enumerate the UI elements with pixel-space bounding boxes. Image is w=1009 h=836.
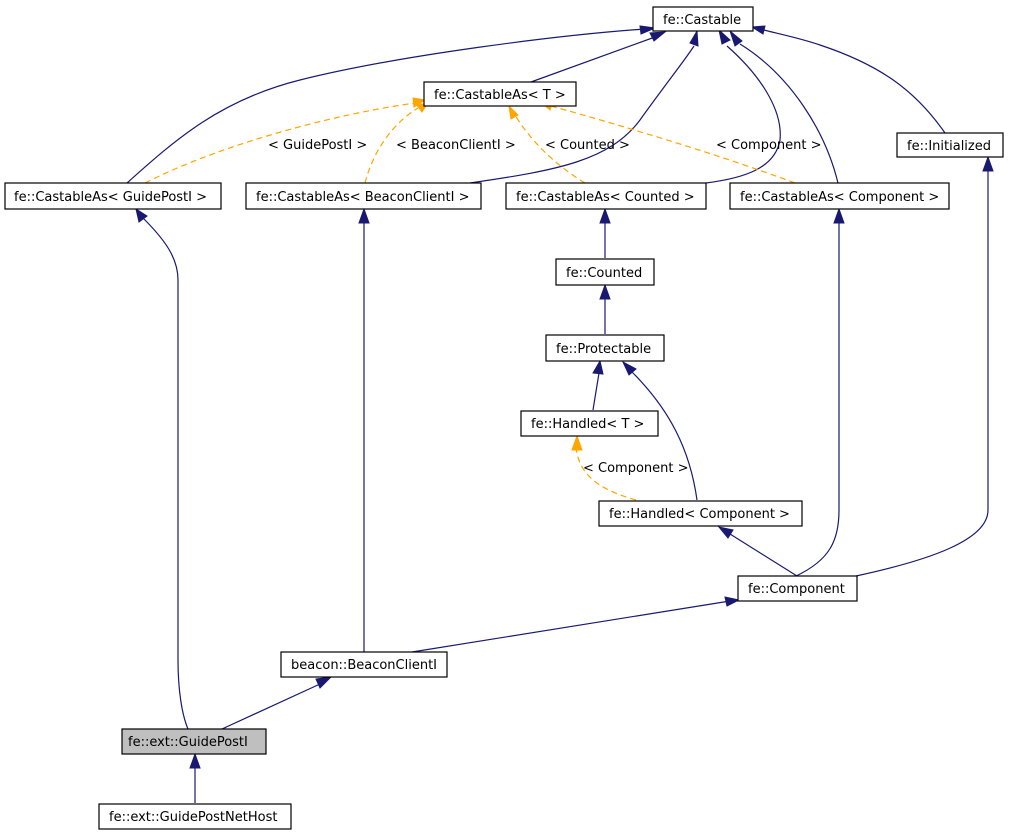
edge-guidepost-to-beacon-client <box>221 683 321 730</box>
node-guidepost[interactable]: fe::ext::GuidePostI <box>121 728 267 755</box>
edge-counted-template <box>514 114 586 184</box>
edge-label-handled: < Component > <box>583 461 689 476</box>
node-protectable-label: fe::Protectable <box>556 342 651 357</box>
arrowhead-castable-f <box>750 25 766 35</box>
node-castable-as-counted-label: fe::CastableAs< Counted > <box>516 190 695 205</box>
arrowhead-beacon-client <box>315 676 333 689</box>
node-counted[interactable]: fe::Counted <box>555 258 655 286</box>
edge-beacon-client-to-component <box>411 600 731 653</box>
node-guidepost-net-host[interactable]: fe::ext::GuidePostNetHost <box>98 803 292 830</box>
node-castable-as-component[interactable]: fe::CastableAs< Component > <box>729 182 950 210</box>
node-beacon-client[interactable]: beacon::BeaconClientI <box>280 651 448 678</box>
edge-initialized-to-castable <box>763 29 946 134</box>
edge-component-to-initialized <box>855 171 989 577</box>
arrowhead-protectable-a <box>592 359 604 375</box>
arrowhead-castable-as-beacon <box>358 207 370 224</box>
edge-handled-t-to-protectable <box>592 372 600 411</box>
template-edges <box>144 102 796 501</box>
node-initialized[interactable]: fe::Initialized <box>896 132 1004 158</box>
node-protectable[interactable]: fe::Protectable <box>545 334 665 362</box>
arrowhead-castable-d <box>718 28 731 45</box>
node-castable-as-beacon[interactable]: fe::CastableAs< BeaconClientI > <box>245 182 482 210</box>
edge-component-to-castable-as-component <box>795 221 840 577</box>
node-castable-as-counted[interactable]: fe::CastableAs< Counted > <box>505 182 707 210</box>
node-castable-as-beacon-label: fe::CastableAs< BeaconClientI > <box>256 190 469 205</box>
edge-label-beacon: < BeaconClientI > <box>396 138 516 153</box>
inheritance-edges <box>126 28 989 803</box>
edge-component-to-handled-component <box>729 533 798 577</box>
node-castable[interactable]: fe::Castable <box>652 6 754 32</box>
arrowhead-castable-a <box>649 31 667 42</box>
arrowhead-guidepost <box>189 752 201 769</box>
edge-guidepost-to-castable-as-guidepost <box>142 217 189 730</box>
edge-component-castable-as-to-castable <box>739 43 839 184</box>
node-handled-component[interactable]: fe::Handled< Component > <box>598 500 803 527</box>
arrowhead-castable-b <box>639 25 657 35</box>
node-beacon-client-label: beacon::BeaconClientI <box>291 658 437 673</box>
node-component[interactable]: fe::Component <box>737 575 858 602</box>
node-counted-label: fe::Counted <box>566 266 642 281</box>
node-guidepost-net-host-label: fe::ext::GuidePostNetHost <box>109 810 277 825</box>
arrowhead-protectable-b <box>621 360 637 376</box>
arrowhead-counted <box>599 283 611 300</box>
edge-component-template <box>550 105 796 184</box>
edge-label-guidepost: < GuidePostI > <box>268 138 367 153</box>
node-castable-as-t-label: fe::CastableAs< T > <box>434 88 566 103</box>
node-handled-t[interactable]: fe::Handled< T > <box>520 410 659 437</box>
arrowhead-handled-t <box>571 434 583 451</box>
arrowhead-castable-as-component <box>833 207 845 224</box>
edge-handled-component-to-protectable <box>631 371 698 501</box>
arrowhead-component <box>724 596 741 607</box>
node-castable-as-component-label: fe::CastableAs< Component > <box>740 190 939 205</box>
node-handled-component-label: fe::Handled< Component > <box>609 507 790 522</box>
node-castable-as-guidepost-label: fe::CastableAs< GuidePostI > <box>14 190 207 205</box>
edge-handled-template <box>575 445 637 501</box>
arrowhead-castable-as-counted <box>599 207 611 224</box>
edge-guidepost-castable-as-to-castable <box>126 28 646 184</box>
edge-labels: < GuidePostI > < BeaconClientI > < Count… <box>268 138 822 476</box>
arrowhead-castable-as-guidepost <box>135 207 148 223</box>
node-guidepost-label: fe::ext::GuidePostI <box>128 735 248 750</box>
node-castable-label: fe::Castable <box>663 13 741 28</box>
edge-label-component: < Component > <box>716 138 822 153</box>
node-component-label: fe::Component <box>748 582 845 597</box>
arrowhead-castable-c <box>689 29 699 47</box>
edge-beacon-template <box>364 107 419 184</box>
arrowhead-template-c <box>508 104 519 120</box>
arrowhead-initialized <box>982 155 994 172</box>
node-initialized-label: fe::Initialized <box>907 139 991 154</box>
node-castable-as-guidepost[interactable]: fe::CastableAs< GuidePostI > <box>4 182 222 210</box>
edge-counted-castable-as-to-castable <box>705 45 781 184</box>
arrowhead-handled-component <box>717 526 734 539</box>
edge-beacon-castable-as-to-castable <box>469 45 695 184</box>
edge-guidepost-template <box>144 102 416 184</box>
arrowhead-castable-e <box>728 29 743 47</box>
node-castable-as-t[interactable]: fe::CastableAs< T > <box>423 81 577 107</box>
edge-label-counted: < Counted > <box>545 138 630 153</box>
node-handled-t-label: fe::Handled< T > <box>531 417 644 432</box>
edge-castable-as-t-to-castable <box>530 36 656 83</box>
